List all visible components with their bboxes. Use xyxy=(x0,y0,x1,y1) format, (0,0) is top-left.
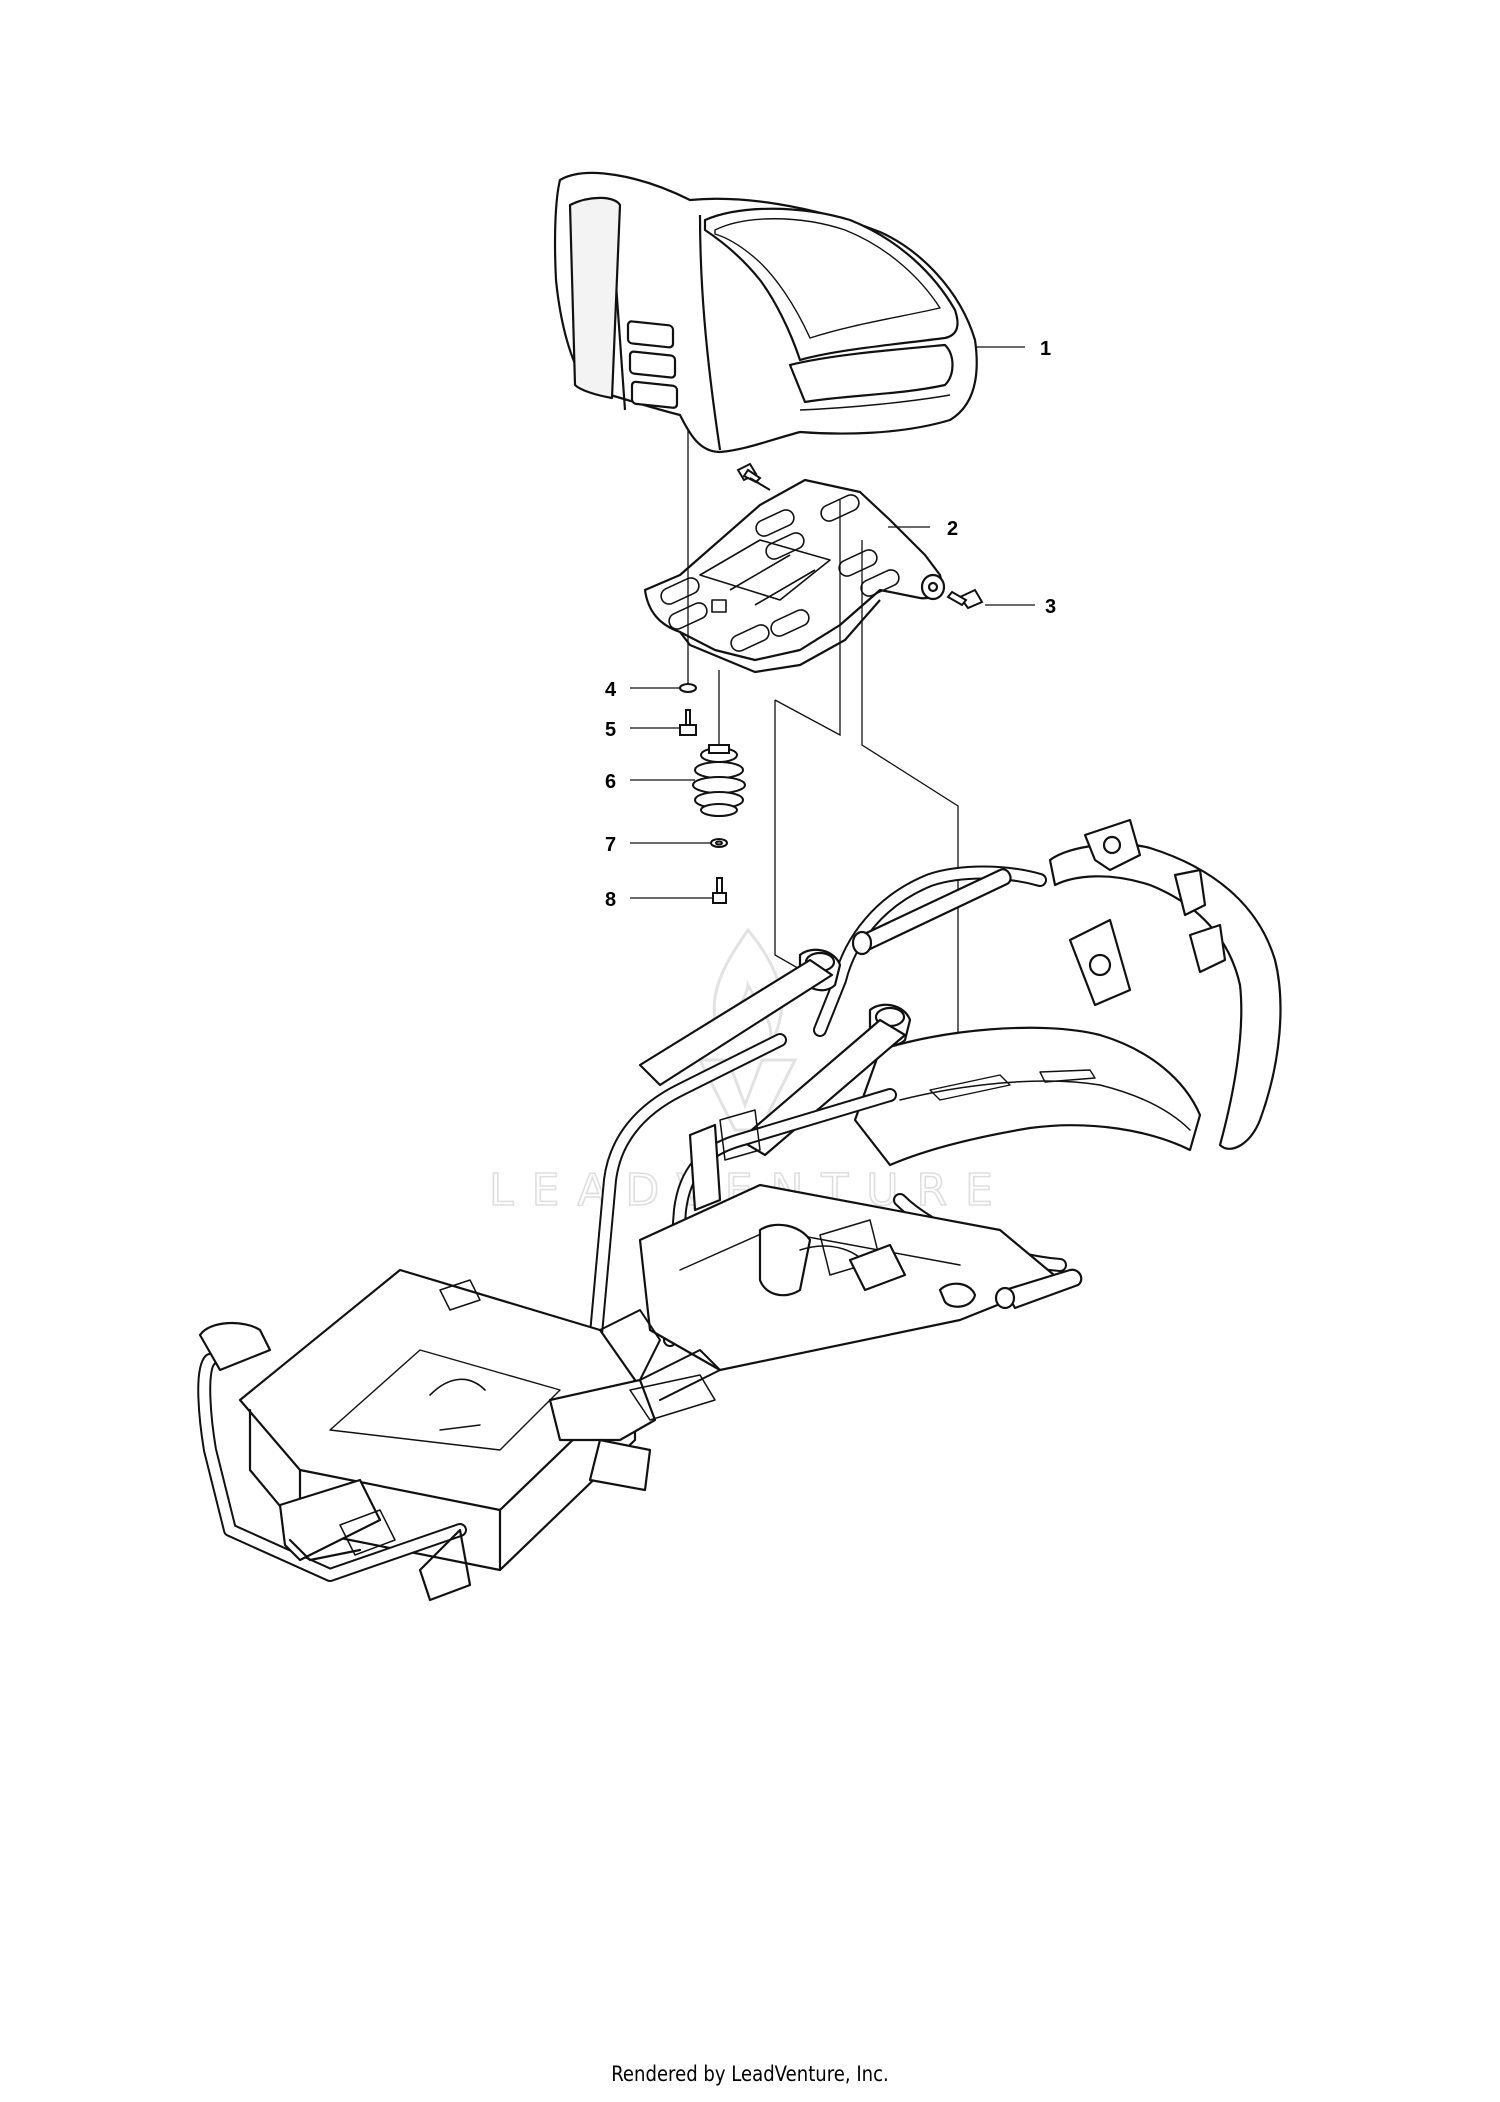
callout-labels: 1 2 3 4 5 6 7 8 xyxy=(605,338,1056,911)
callout-1[interactable]: 1 xyxy=(1040,338,1051,360)
pivot-bolt-right[interactable] xyxy=(946,588,984,610)
washer-upper[interactable] xyxy=(679,683,697,693)
seat[interactable] xyxy=(553,171,978,454)
callout-2[interactable]: 2 xyxy=(947,518,958,540)
washer-lower[interactable] xyxy=(710,838,728,848)
callout-3[interactable]: 3 xyxy=(1045,596,1056,618)
footer-credit: Rendered by LeadVenture, Inc. xyxy=(611,2062,889,2086)
bolt-lower[interactable] xyxy=(712,877,727,904)
pivot-bolt[interactable] xyxy=(736,462,771,491)
seat-pan[interactable] xyxy=(643,478,946,674)
callout-7[interactable]: 7 xyxy=(605,834,616,856)
callout-8[interactable]: 8 xyxy=(605,889,616,911)
callout-6[interactable]: 6 xyxy=(605,771,616,793)
callout-4[interactable]: 4 xyxy=(605,679,617,701)
callout-5[interactable]: 5 xyxy=(605,719,616,741)
callouts xyxy=(630,346,1035,899)
chassis-frame xyxy=(197,818,1282,1602)
spring[interactable] xyxy=(692,744,746,817)
bolt-upper[interactable] xyxy=(679,709,697,736)
